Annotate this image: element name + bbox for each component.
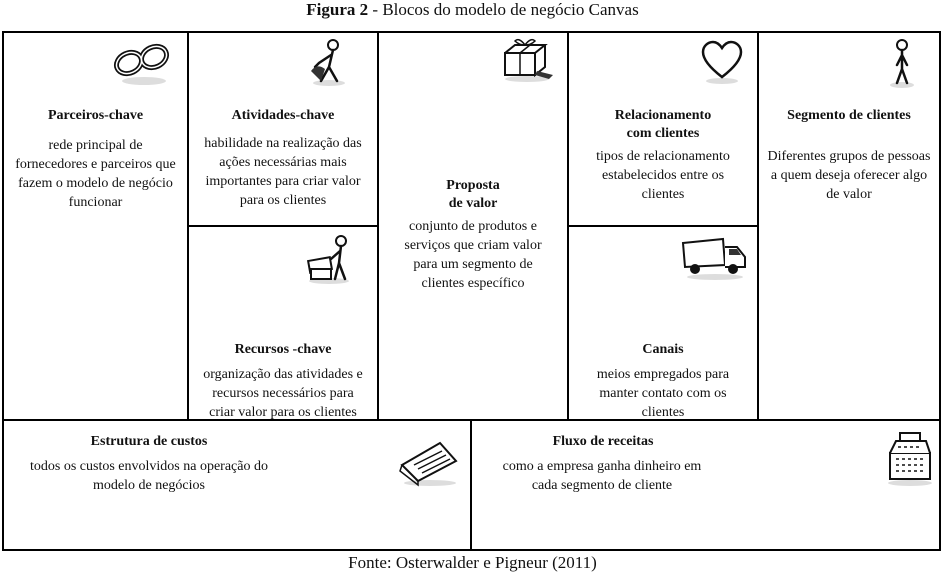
block-description: como a empresa ganha dinheiro em cada se… [502,459,702,493]
block-title: Relacionamento com clientes [569,107,757,143]
block-description: tipos de relacionamento estabelecidos en… [596,149,730,202]
block-description: conjunto de produtos e serviços que cria… [404,219,542,291]
heart-icon [699,39,745,85]
business-model-canvas: Parceiros-chave rede principal de fornec… [2,31,941,551]
block-fluxo-de-receitas: Fluxo de receitas como a empresa ganha d… [472,421,939,549]
block-title-line2: de valor [448,196,498,211]
truck-icon [679,235,749,281]
block-description: rede principal de fornecedores e parceir… [15,138,176,210]
cash-register-icon [882,429,938,487]
block-title-line1: Relacionamento [614,108,712,123]
block-description: meios empregados para manter contato com… [596,367,730,420]
block-title-line1: Proposta [446,178,500,193]
block-description: todos os custos envolvidos na operação d… [30,459,268,493]
block-atividades-chave: Atividades-chave habilidade na realizaçã… [189,33,379,227]
chain-links-icon [109,39,179,87]
block-proposta-de-valor: Proposta de valor conjunto de produtos e… [379,33,569,421]
block-title: Fluxo de receitas [552,434,654,449]
block-title: Segmento de clientes [787,108,911,123]
person-with-boxes-icon [305,233,355,285]
person-standing-icon [887,37,917,89]
gift-icon [497,35,557,83]
block-title: Recursos -chave [234,342,332,357]
worker-icon [307,37,349,87]
block-title: Estrutura de custos [90,434,208,449]
block-description: habilidade na realização das ações neces… [204,136,362,208]
figure-number: Figura 2 [306,0,369,19]
block-title: Canais [642,342,684,357]
block-description: Diferentes grupos de pessoas a quem dese… [767,149,931,202]
block-estrutura-de-custos: Estrutura de custos todos os custos envo… [4,421,472,549]
block-parceiros-chave: Parceiros-chave rede principal de fornec… [4,33,189,421]
block-title: Proposta de valor [379,177,567,213]
block-recursos-chave: Recursos -chave organização das atividad… [189,227,379,421]
block-title: Atividades-chave [231,108,335,123]
block-canais: Canais meios empregados para manter cont… [569,227,759,421]
figure-caption: - Blocos do modelo de negócio Canvas [368,0,639,19]
block-title: Parceiros-chave [47,108,144,123]
block-description: organização das atividades e recursos ne… [203,367,363,420]
block-segmento-de-clientes: Segmento de clientes Diferentes grupos d… [759,33,939,421]
block-title-line2: com clientes [626,126,700,141]
figure-source: Fonte: Osterwalder e Pigneur (2011) [348,553,597,572]
block-relacionamento-com-clientes: Relacionamento com clientes tipos de rel… [569,33,759,227]
receipt-icon [396,439,462,487]
figure-title: Figura 2 - Blocos do modelo de negócio C… [0,0,945,20]
